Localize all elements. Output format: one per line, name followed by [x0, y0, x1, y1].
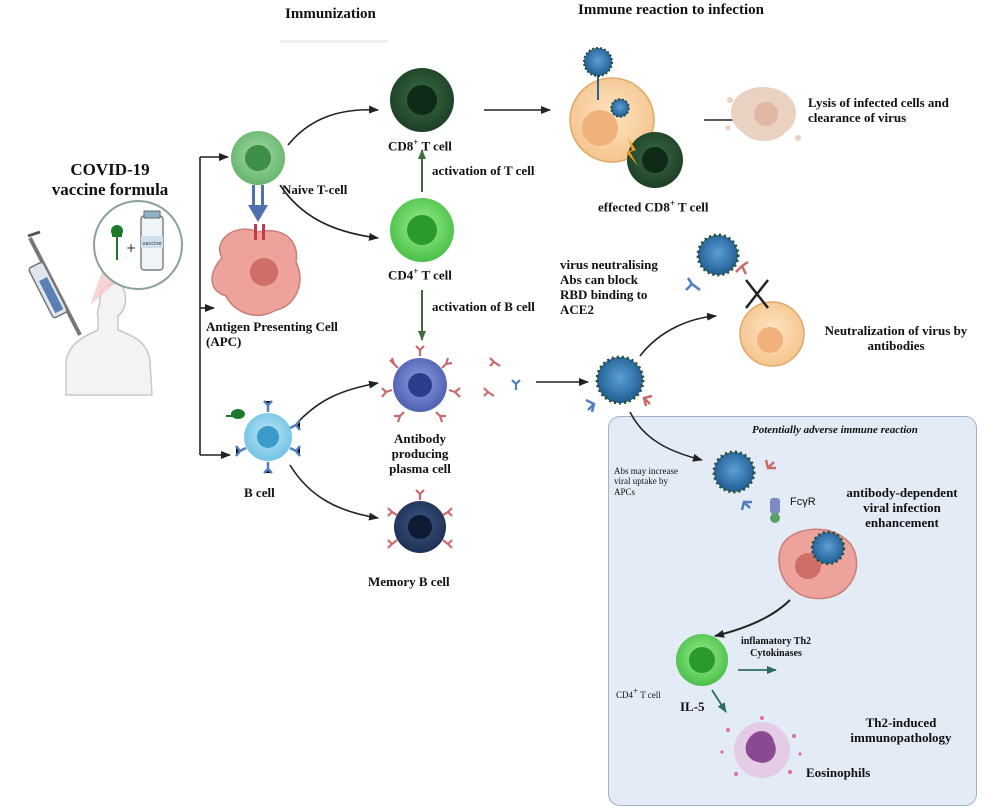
cd8-t-cell: [390, 68, 454, 132]
arrow-to-adverse: [629, 411, 703, 462]
apc-label: Antigen Presenting Cell (APC): [206, 319, 338, 350]
cd8-name: CD8: [388, 138, 414, 154]
th2-line1: Th2-induced: [865, 715, 937, 730]
neutralization-label: Neutralization of virus by antibodies: [812, 323, 980, 354]
neutralising-line4: ACE2: [560, 301, 594, 317]
inflam-line1: inflamatory Th2: [740, 636, 812, 647]
neutralising-line2: Abs can block: [560, 271, 639, 287]
virus-main: [585, 355, 653, 413]
header-underline: [280, 40, 388, 43]
inflammatory-label: inflamatory Th2 Cytokinases: [730, 636, 822, 659]
lysis-label: Lysis of infected cells and clearance of…: [808, 95, 949, 126]
plasma-cell: [381, 345, 461, 423]
activation-t-label: activation of T cell: [432, 163, 535, 178]
apc-label-line2: (APC): [206, 333, 242, 349]
eosinophil-icon: [720, 716, 802, 778]
vaccine-title-line1: COVID-19: [70, 160, 150, 179]
apc-cell: [211, 224, 301, 317]
arrow-naive-to-cd8: [287, 105, 379, 146]
neutralization-graphic: [685, 233, 805, 367]
infected-cell: [569, 47, 655, 163]
naive-t-cell-label: Naive T-cell: [282, 182, 348, 197]
header-immune-reaction: Immune reaction to infection: [578, 2, 764, 18]
cd8-sup: +: [413, 137, 419, 147]
syringe-icon: [27, 230, 82, 336]
arrow-b-to-plasma: [299, 380, 379, 421]
eosinophils-label: Eosinophils: [806, 765, 871, 780]
vial-label: vaccine: [142, 241, 161, 247]
abs-line1: Abs may increase: [614, 466, 678, 476]
lysis-line2: clearance of virus: [808, 109, 907, 125]
plasma-label-line1: Antibody: [393, 431, 447, 446]
arrow-b-to-memory: [289, 464, 379, 521]
apc-label-line1: Antigen Presenting Cell: [206, 319, 338, 334]
adverse-cd4-tail: T cell: [640, 690, 661, 700]
b-cell: [226, 400, 301, 474]
human-figure-icon: [65, 282, 153, 396]
ade-line3: enhancement: [865, 514, 939, 530]
svg-text:+: +: [126, 241, 136, 255]
fcyr-label: FcγR: [790, 496, 816, 508]
abs-uptake-label: Abs may increase viral uptake by APCs: [614, 466, 678, 497]
neutralising-label: virus neutralising Abs can block RBD bin…: [560, 257, 658, 318]
ade-virus: [712, 450, 776, 511]
neutralising-line3: RBD binding to: [560, 286, 648, 302]
fcyr-receptor-icon: [770, 498, 780, 523]
effected-cd8-cell: [626, 132, 683, 188]
plasma-label-line2: producing: [391, 445, 449, 461]
cd4-label: CD4+ T cell: [388, 266, 452, 283]
plasma-cell-label: Antibody producing plasma cell: [372, 431, 468, 477]
naive-t-cell: [231, 131, 285, 222]
activation-b-label: activation of B cell: [432, 299, 535, 314]
vaccine-zoom-circle: + vaccine: [93, 200, 183, 290]
inflam-line2: Cytokinases: [750, 647, 802, 659]
neutralising-line1: virus neutralising: [560, 257, 658, 272]
effected-cd8-label: effected CD8+ T cell: [598, 198, 708, 215]
ade-apc-cell: [778, 528, 858, 600]
arrow-to-neutralization: [639, 312, 717, 357]
il5-label: IL-5: [680, 699, 705, 714]
cd8-tail: T cell: [421, 138, 452, 154]
adverse-panel-title: Potentially adverse immune reaction: [752, 424, 918, 436]
arrow-naive-to-cd4: [279, 184, 379, 241]
adverse-cd4-sup: +: [633, 686, 639, 696]
adverse-cd4-cell: [676, 634, 728, 686]
effected-cd8-tail: T cell: [677, 199, 709, 215]
ade-line2: viral infection: [863, 499, 941, 515]
arrow-il5: [711, 689, 727, 713]
arrow-apc-to-cd4: [714, 599, 791, 638]
effected-cd8-pre: effected CD8: [598, 199, 670, 215]
th2-label: Th2-induced immunopathology: [836, 715, 966, 746]
lysed-cell-icon: [725, 87, 801, 141]
free-antibodies: [483, 357, 521, 397]
neutralization-line2: antibodies: [867, 337, 925, 353]
adverse-reaction-panel: [608, 416, 977, 806]
vaccine-bracket: [199, 153, 231, 459]
cd4-sup: +: [413, 266, 419, 276]
lysis-line1: Lysis of infected cells and: [808, 95, 949, 110]
cd4-t-cell: [390, 198, 454, 262]
cd8-label: CD8+ T cell: [388, 137, 452, 154]
vaccine-title-line2: vaccine formula: [51, 179, 169, 199]
ade-label: antibody-dependent viral infection enhan…: [838, 485, 966, 531]
b-cell-label: B cell: [244, 485, 275, 500]
th2-line2: immunopathology: [850, 729, 952, 745]
adverse-cd4-label: CD4+ T cell: [616, 686, 661, 700]
header-immunization: Immunization: [285, 6, 376, 22]
adverse-cd4-pre: CD4: [616, 690, 634, 700]
abs-line3: APCs: [614, 486, 636, 497]
cd4-tail: T cell: [421, 267, 452, 283]
plasma-label-line3: plasma cell: [389, 460, 451, 476]
abs-line2: viral uptake by: [614, 476, 668, 487]
memory-b-cell-label: Memory B cell: [368, 574, 450, 589]
neutralization-line1: Neutralization of virus by: [824, 323, 968, 338]
vaccine-title: COVID-19 vaccine formula: [40, 160, 180, 199]
ade-line1: antibody-dependent: [846, 485, 958, 500]
memory-b-cell: [387, 489, 453, 553]
effected-cd8-sup: +: [669, 198, 675, 208]
cd4-name: CD4: [388, 267, 414, 283]
